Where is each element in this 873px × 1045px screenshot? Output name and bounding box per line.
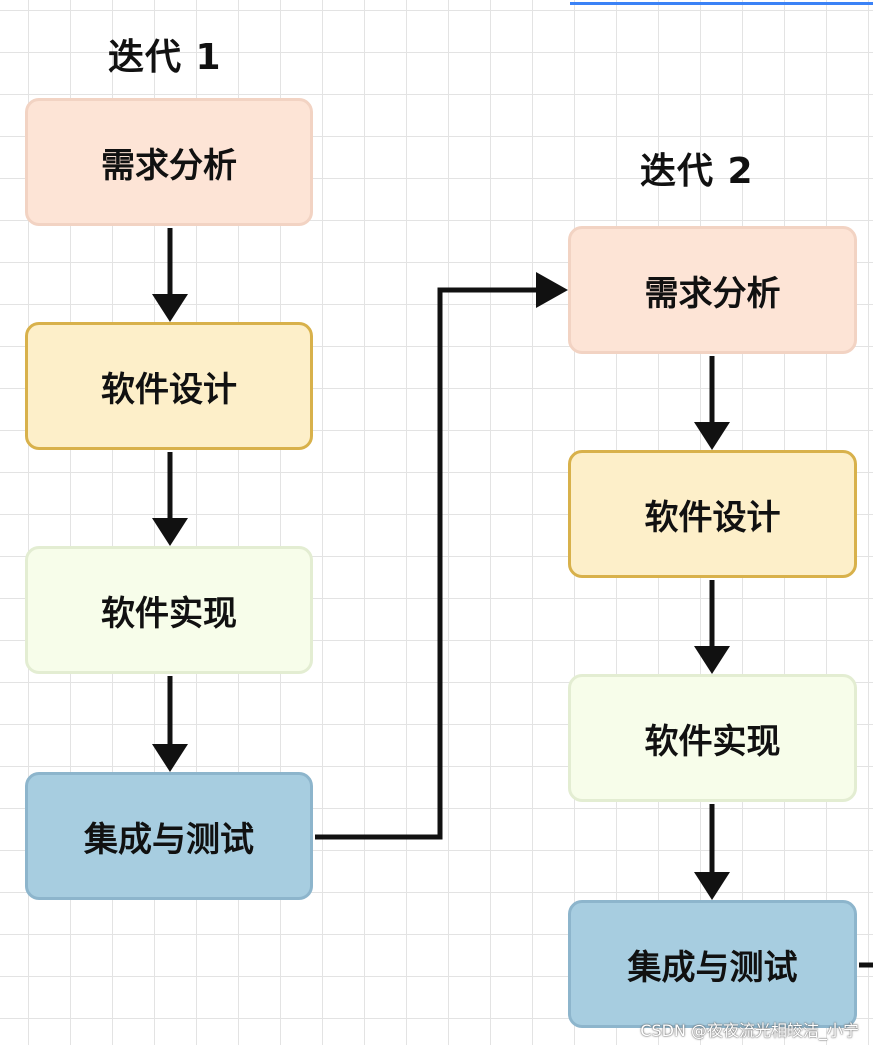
connector-iter1-to-iter2 bbox=[315, 287, 540, 840]
iteration-2-title: 迭代 2 bbox=[640, 151, 754, 192]
arrowhead-iter1-implementation bbox=[152, 518, 188, 546]
iteration-1-title: 迭代 1 bbox=[108, 37, 222, 78]
node-label: 软件设计 bbox=[101, 369, 237, 410]
node-label: 需求分析 bbox=[644, 273, 781, 314]
iteration-2-integration-test-node[interactable]: 集成与测试 bbox=[568, 900, 857, 1028]
top-edge-line bbox=[570, 2, 873, 5]
node-label: 集成与测试 bbox=[84, 819, 254, 860]
iteration-1-design-node[interactable]: 软件设计 bbox=[25, 322, 313, 450]
node-label: 软件实现 bbox=[101, 593, 237, 634]
arrowhead-iter1-test bbox=[152, 744, 188, 772]
arrowhead-iter1-design bbox=[152, 294, 188, 322]
iteration-1-integration-test-node[interactable]: 集成与测试 bbox=[25, 772, 313, 900]
node-label: 软件设计 bbox=[644, 497, 781, 538]
node-label: 集成与测试 bbox=[627, 947, 798, 988]
iteration-2-design-node[interactable]: 软件设计 bbox=[568, 450, 857, 578]
watermark: CSDN @夜夜流光相皎洁_小宁 bbox=[640, 1021, 859, 1040]
arrowhead-iter2-test bbox=[694, 872, 730, 900]
arrowhead-iter2-implementation bbox=[694, 646, 730, 674]
iteration-2-analysis-node[interactable]: 需求分析 bbox=[568, 226, 857, 354]
node-label: 需求分析 bbox=[101, 145, 237, 186]
arrowhead-iter2-design bbox=[694, 422, 730, 450]
iteration-2-implementation-node[interactable]: 软件实现 bbox=[568, 674, 857, 802]
iteration-1-analysis-node[interactable]: 需求分析 bbox=[25, 98, 313, 226]
arrowhead-iter2-analysis bbox=[536, 272, 568, 308]
node-label: 软件实现 bbox=[644, 721, 781, 762]
iteration-1-implementation-node[interactable]: 软件实现 bbox=[25, 546, 313, 674]
